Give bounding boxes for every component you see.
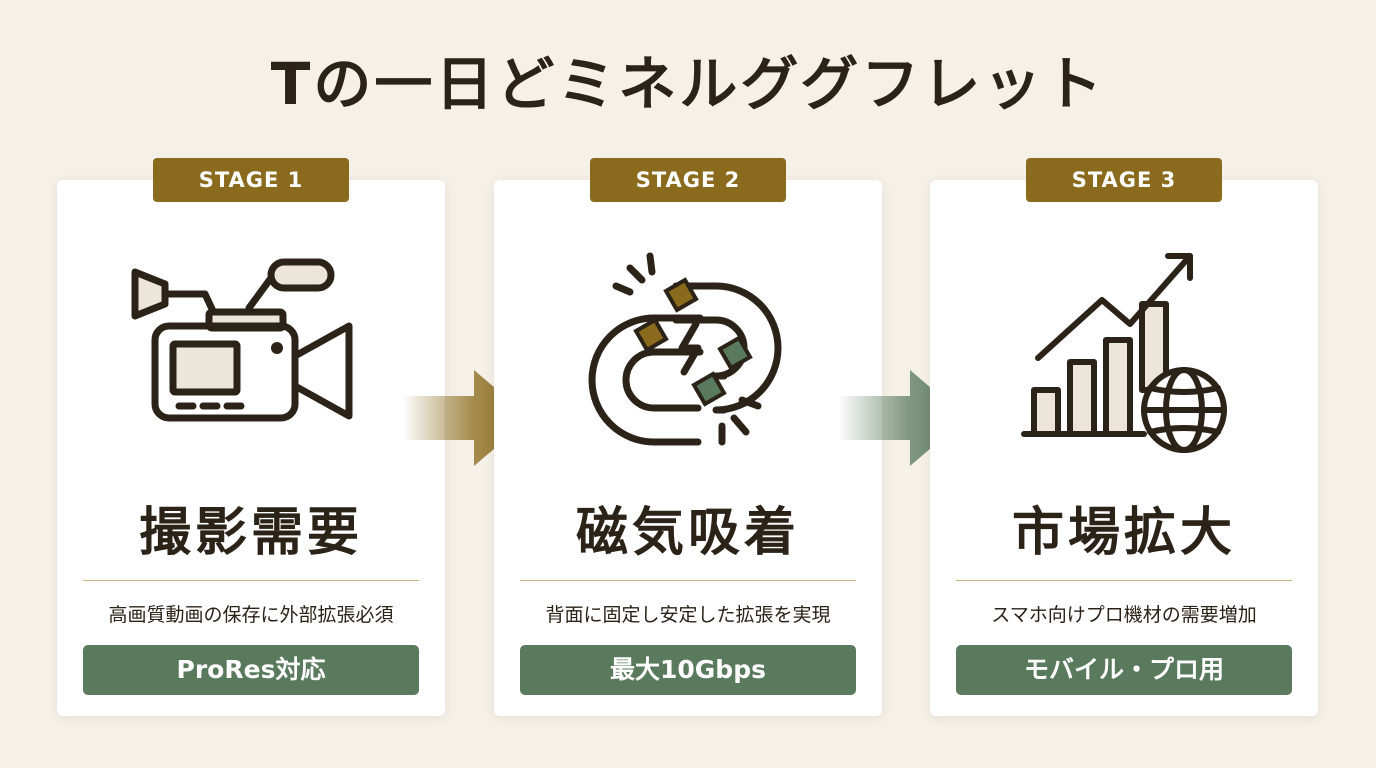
page-title: Tの一日どミネルググフレット: [270, 50, 1106, 118]
divider: [520, 580, 856, 581]
stage-heading: 市場拡大: [1011, 502, 1236, 563]
stage-description: 背面に固定し安定した拡張を実現: [545, 604, 831, 626]
divider: [83, 580, 419, 581]
stage-heading: 磁気吸着: [575, 502, 800, 563]
stage-tag: モバイル・プロ用: [956, 645, 1292, 695]
stage-description: 高画質動画の保存に外部拡張必須: [108, 604, 394, 626]
magnet-link-icon: [588, 252, 782, 446]
stage-card-1: 撮影需要 高画質動画の保存に外部拡張必須 ProRes対応: [57, 180, 445, 716]
growth-chart-globe-icon: [1021, 253, 1227, 453]
stage-badge-1: STAGE 1: [153, 158, 349, 202]
stage-heading: 撮影需要: [138, 502, 363, 563]
divider: [956, 580, 1292, 581]
stage-tag: 最大10Gbps: [520, 645, 856, 695]
stage-card-2: 磁気吸着 背面に固定し安定した拡張を実現 最大10Gbps: [494, 180, 882, 716]
stage-badge-3: STAGE 3: [1026, 158, 1222, 202]
stage-tag: ProRes対応: [83, 645, 419, 695]
stage-badge-2: STAGE 2: [590, 158, 786, 202]
stage-card-3: 市場拡大 スマホ向けプロ機材の需要増加 モバイル・プロ用: [930, 180, 1318, 716]
stage-description: スマホ向けプロ機材の需要増加: [991, 604, 1257, 626]
video-camera-icon: [131, 258, 353, 422]
